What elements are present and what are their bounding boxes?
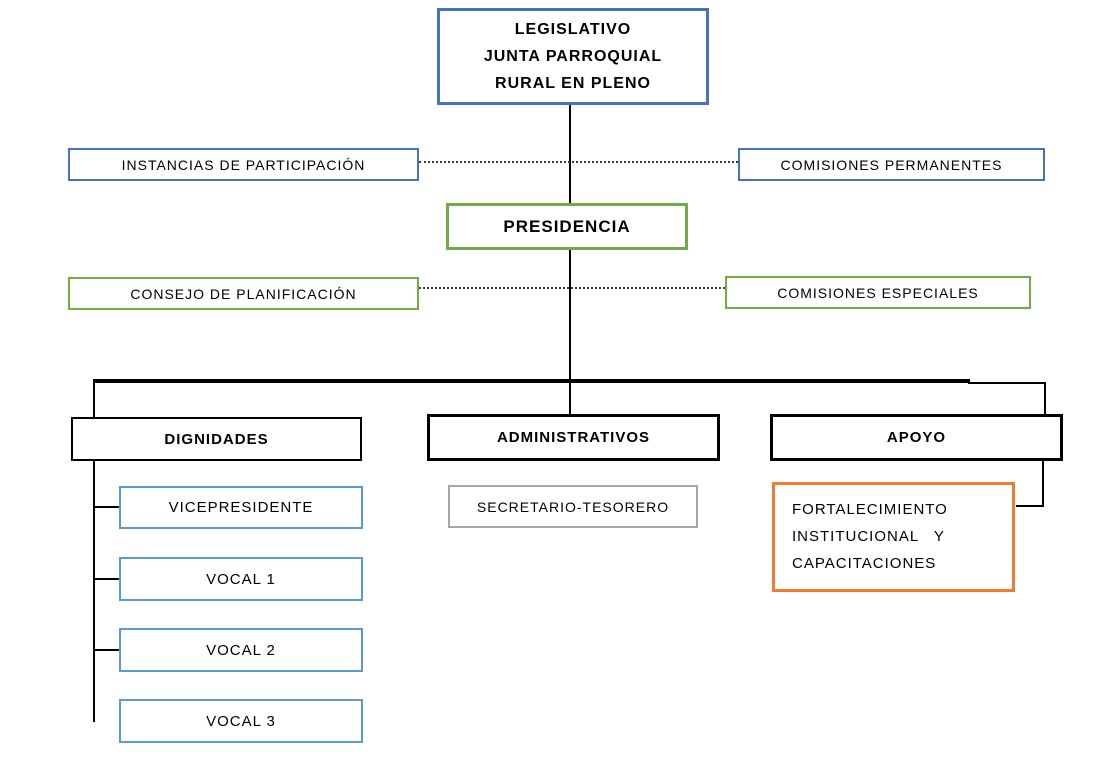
connector-stub-vocal-2	[95, 649, 119, 651]
node-apoyo: APOYO	[770, 414, 1063, 461]
node-administrativos: ADMINISTRATIVOS	[427, 414, 720, 461]
connector-stub-vocal-1	[95, 578, 119, 580]
node-comisiones-especiales: COMISIONES ESPECIALES	[725, 276, 1031, 309]
connector-apoyo-sub-stub	[1016, 505, 1044, 507]
connector-dotted-advisory	[419, 287, 725, 289]
connector-dotted-participation	[419, 161, 738, 163]
node-vocal-1: VOCAL 1	[119, 557, 363, 601]
connector-drop-dignidades	[93, 381, 95, 417]
node-presidencia: PRESIDENCIA	[446, 203, 688, 250]
node-secretario-tesorero: SECRETARIO-TESORERO	[448, 485, 698, 528]
node-vocal-3: VOCAL 3	[119, 699, 363, 743]
connector-bar-right-extension	[968, 382, 1046, 384]
node-legislativo-junta-parroquial: LEGISLATIVO JUNTA PARROQUIAL RURAL EN PL…	[437, 8, 709, 105]
node-comisiones-permanentes: COMISIONES PERMANENTES	[738, 148, 1045, 181]
connector-presidencia-to-bar	[569, 250, 571, 414]
node-vocal-2: VOCAL 2	[119, 628, 363, 672]
connector-apoyo-sub-drop	[1042, 461, 1044, 507]
node-vicepresidente: VICEPRESIDENTE	[119, 486, 363, 529]
connector-main-bar	[93, 379, 970, 383]
node-consejo-de-planificacion: CONSEJO DE PLANIFICACIÓN	[68, 277, 419, 310]
connector-stub-vicepresidente	[95, 506, 119, 508]
node-fortalecimiento-institucional: FORTALECIMIENTO INSTITUCIONAL Y CAPACITA…	[772, 482, 1015, 592]
connector-root-to-presidencia	[569, 105, 571, 203]
node-dignidades: DIGNIDADES	[71, 417, 362, 461]
connector-drop-apoyo	[1044, 382, 1046, 414]
node-instancias-de-participacion: INSTANCIAS DE PARTICIPACIÓN	[68, 148, 419, 181]
connector-dignidades-spine	[93, 461, 95, 722]
